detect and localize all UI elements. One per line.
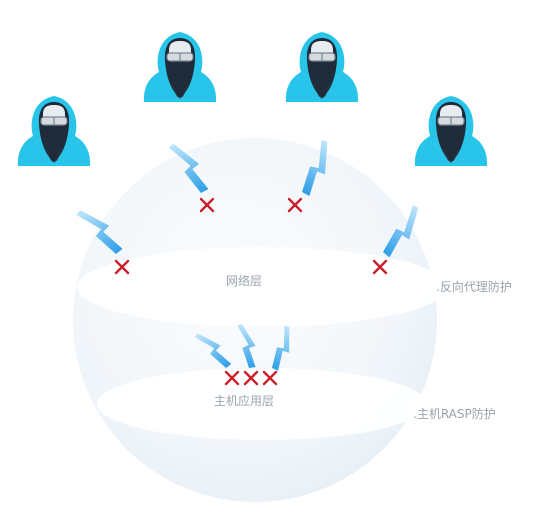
host-layer-ellipse [97,368,427,440]
host-rasp-protection-label: .主机RASP防护 [413,407,496,421]
hacker-icon [17,95,91,167]
host-layer-label: 主机应用层 [214,394,275,408]
hacker-icon [285,31,359,103]
network-layer-label: 网络层 [226,274,263,288]
hacker-icon [414,95,488,167]
network-layer-ellipse [77,247,447,327]
reverse-proxy-protection-label: .反向代理防护 [436,280,512,294]
hacker-icon [143,31,217,103]
